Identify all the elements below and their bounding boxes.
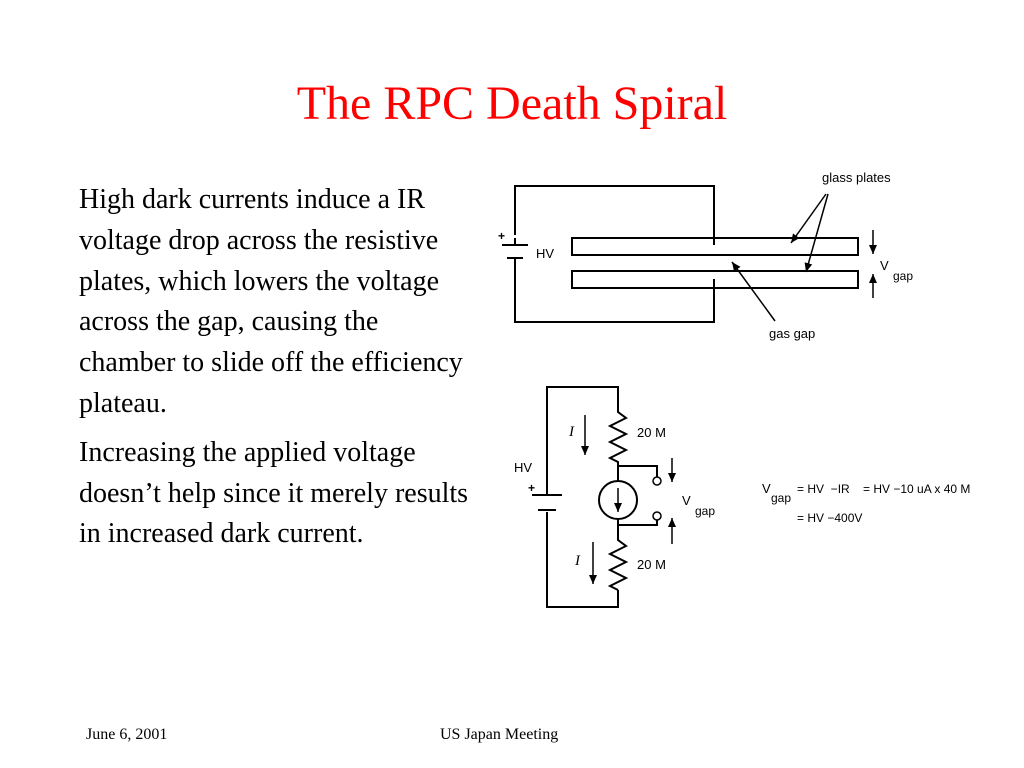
equation-gap-subscript: gap (771, 491, 791, 505)
rpc-chamber-diagram (502, 185, 877, 323)
current-label-top: I (568, 424, 575, 440)
terminal-top (652, 476, 662, 486)
glass-plates-pointer-1 (790, 193, 827, 244)
resistor-bottom (607, 535, 629, 591)
slide-title: The RPC Death Spiral (296, 77, 728, 130)
top-battery-plus: + (498, 229, 505, 243)
circuit-wire-bottom (546, 512, 619, 608)
vgap-equation: V gap = HV −IR = HV −10 uA x 40 M = HV −… (762, 481, 970, 525)
top-hv-label: HV (536, 246, 554, 261)
footer-meeting: US Japan Meeting (440, 726, 559, 743)
paragraph-applied-voltage: Increasing the applied voltage doesn’t h… (79, 436, 469, 550)
terminal-bottom (652, 511, 662, 521)
circuit-gap-subscript: gap (695, 504, 715, 518)
circuit-hv-label: HV (514, 460, 532, 475)
terminal-wire-bottom (618, 520, 658, 526)
resistor-bottom-label: 20 M (637, 557, 666, 572)
current-label-bottom: I (574, 553, 581, 569)
equation-v: V (762, 481, 771, 496)
top-gap-subscript: gap (893, 269, 913, 283)
circuit-v-label: V (682, 493, 691, 508)
glass-plates-pointer-2 (804, 193, 829, 273)
resistor-top-label: 20 M (637, 425, 666, 440)
circuit-wire-top (546, 386, 619, 495)
hv-wire-top (514, 185, 715, 245)
top-v-label: V (880, 258, 889, 273)
hv-wire-bottom (514, 262, 715, 323)
glass-plate-lower (571, 270, 859, 289)
equivalent-circuit-diagram (532, 386, 676, 608)
circuit-battery-plus: + (528, 481, 535, 495)
equation-line-2: = HV −400V (797, 511, 862, 525)
paragraph-dark-currents: High dark currents induce a IR voltage d… (79, 184, 463, 419)
gas-gap-pointer (731, 261, 776, 322)
glass-plate-upper (571, 237, 859, 256)
body-text: High dark currents induce a IR voltage d… (79, 180, 479, 563)
glass-plates-label: glass plates (822, 170, 891, 185)
equation-line-1: = HV −IR = HV −10 uA x 40 M (797, 482, 970, 496)
resistor-top (607, 408, 629, 470)
gas-gap-label: gas gap (769, 326, 815, 341)
terminal-wire-top (618, 465, 658, 477)
footer-date: June 6, 2001 (86, 726, 168, 743)
